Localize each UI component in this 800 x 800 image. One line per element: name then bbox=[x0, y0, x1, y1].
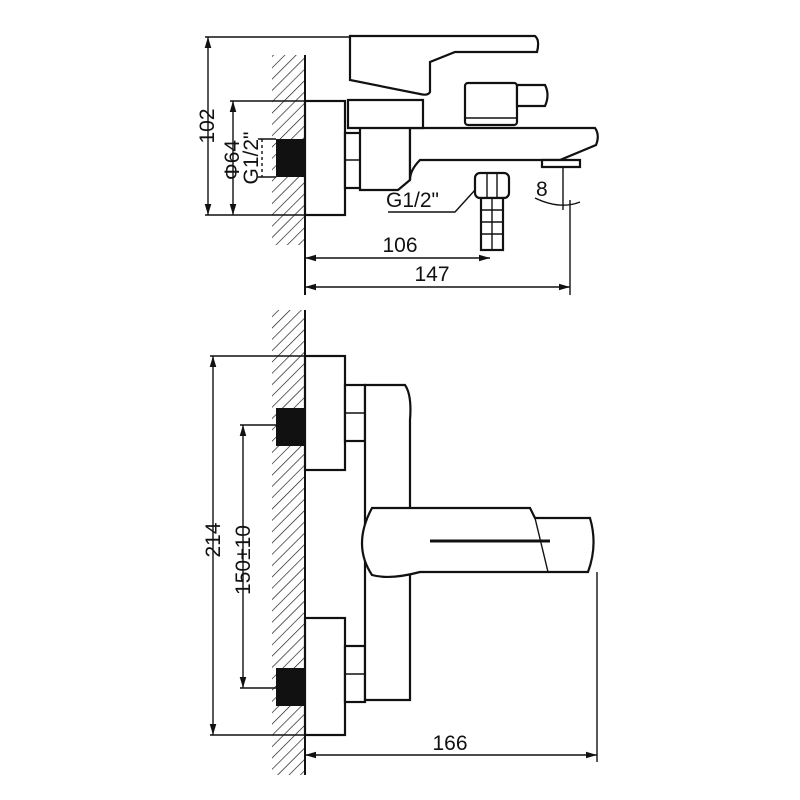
dim-total-depth-side: 147 bbox=[414, 263, 449, 286]
dim-total-height: 214 bbox=[202, 522, 225, 557]
inlet-thread-top bbox=[276, 408, 305, 446]
dim-inlet-centers: 150±10 bbox=[232, 525, 255, 595]
dim-height-102: 102 bbox=[196, 108, 219, 143]
spout-tip bbox=[540, 158, 582, 169]
front-view: 214 150±10 166 bbox=[202, 310, 598, 775]
body-column bbox=[346, 98, 425, 130]
dim-total-depth-front: 166 bbox=[432, 732, 467, 755]
inlet-thread bbox=[276, 139, 305, 177]
wall-flange bbox=[303, 99, 347, 217]
dim-flange-diameter: Φ64 bbox=[221, 140, 244, 180]
side-view: 102 Φ64 G1/2" G1/2" 8 106 147 bbox=[196, 34, 599, 295]
hose-connector bbox=[473, 171, 511, 200]
dim-inlet-thread: G1/2" bbox=[240, 132, 263, 185]
lever-handle bbox=[348, 34, 540, 96]
wall-flange-bottom bbox=[303, 616, 347, 737]
wall-flange-top bbox=[303, 354, 347, 472]
dim-outlet-thread: G1/2" bbox=[386, 189, 439, 212]
dim-outlet-distance: 106 bbox=[382, 234, 417, 257]
inlet-thread-bottom bbox=[276, 668, 305, 706]
dim-spout-angle: 8 bbox=[536, 178, 548, 201]
